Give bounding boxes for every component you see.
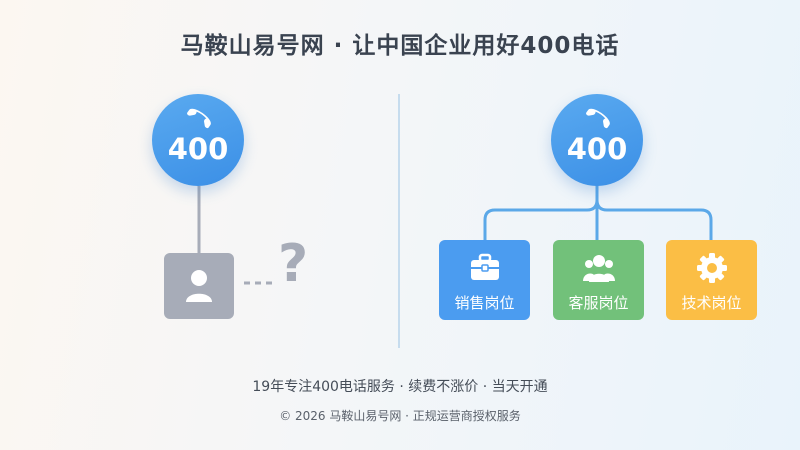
users-icon	[583, 255, 615, 282]
role-box-tech: 技术岗位	[666, 240, 757, 320]
phone-icon	[586, 108, 610, 129]
right-400-label: 400	[566, 132, 628, 166]
left-400-label: 400	[167, 132, 229, 166]
center-divider	[398, 94, 400, 348]
right-400-circle: 400	[551, 94, 643, 186]
tagline: 19年专注400电话服务 · 续费不涨价 · 当天开通	[252, 379, 548, 395]
briefcase-icon	[471, 253, 499, 280]
phone-icon	[187, 108, 211, 129]
page-title: 马鞍山易号网 · 让中国企业用好400电话	[180, 33, 620, 59]
single-person-box	[164, 253, 234, 319]
person-icon	[186, 270, 212, 302]
gear-icon	[697, 253, 727, 283]
copyright: © 2026 马鞍山易号网 · 正规运营商授权服务	[279, 409, 521, 423]
role-label-sales: 销售岗位	[454, 294, 515, 312]
role-box-service: 客服岗位	[553, 240, 644, 320]
branch-connector	[483, 184, 713, 242]
role-label-tech: 技术岗位	[681, 294, 742, 312]
role-label-service: 客服岗位	[568, 294, 629, 312]
role-box-sales: 销售岗位	[439, 240, 530, 320]
question-mark: ?	[278, 234, 309, 294]
left-400-circle: 400	[152, 94, 244, 186]
